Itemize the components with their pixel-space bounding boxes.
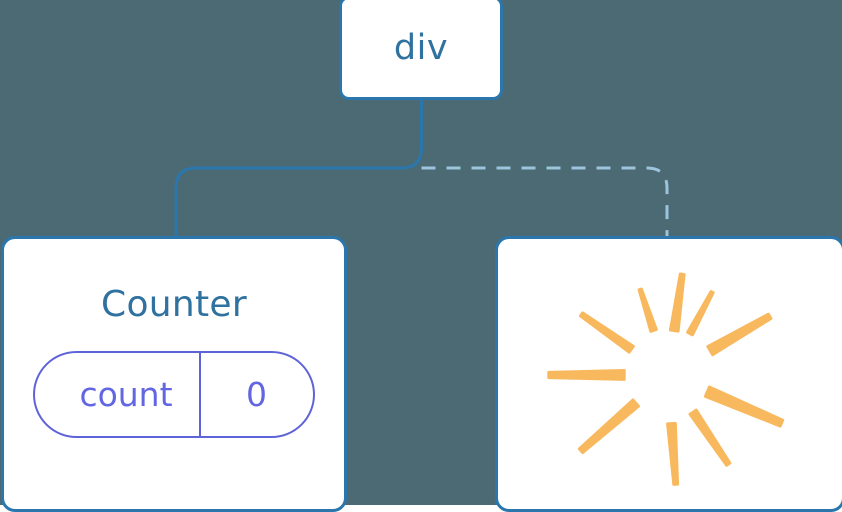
node-div-label: div bbox=[393, 27, 449, 68]
edge-div-to-counter bbox=[174, 98, 423, 240]
ray-ne bbox=[706, 312, 773, 357]
ray-sw bbox=[577, 398, 640, 455]
state-pill-count[interactable]: count 0 bbox=[33, 351, 315, 438]
node-div[interactable]: div bbox=[339, 0, 503, 100]
edge-div-to-burst bbox=[421, 166, 669, 238]
ray-nne bbox=[686, 290, 715, 337]
node-counter[interactable]: Counter count 0 bbox=[1, 236, 347, 512]
sparkle-burst-icon bbox=[547, 272, 785, 486]
ray-n bbox=[668, 272, 686, 333]
state-key-label: count bbox=[79, 375, 173, 414]
ray-w bbox=[547, 369, 626, 381]
ray-e bbox=[703, 385, 785, 428]
node-counter-label: Counter bbox=[101, 284, 247, 325]
ray-nw bbox=[578, 311, 635, 354]
ray-nnw bbox=[637, 287, 658, 333]
ray-sse bbox=[688, 408, 732, 467]
ray-s bbox=[666, 421, 680, 486]
state-value-label: 0 bbox=[198, 353, 313, 436]
node-burst[interactable] bbox=[495, 236, 842, 512]
